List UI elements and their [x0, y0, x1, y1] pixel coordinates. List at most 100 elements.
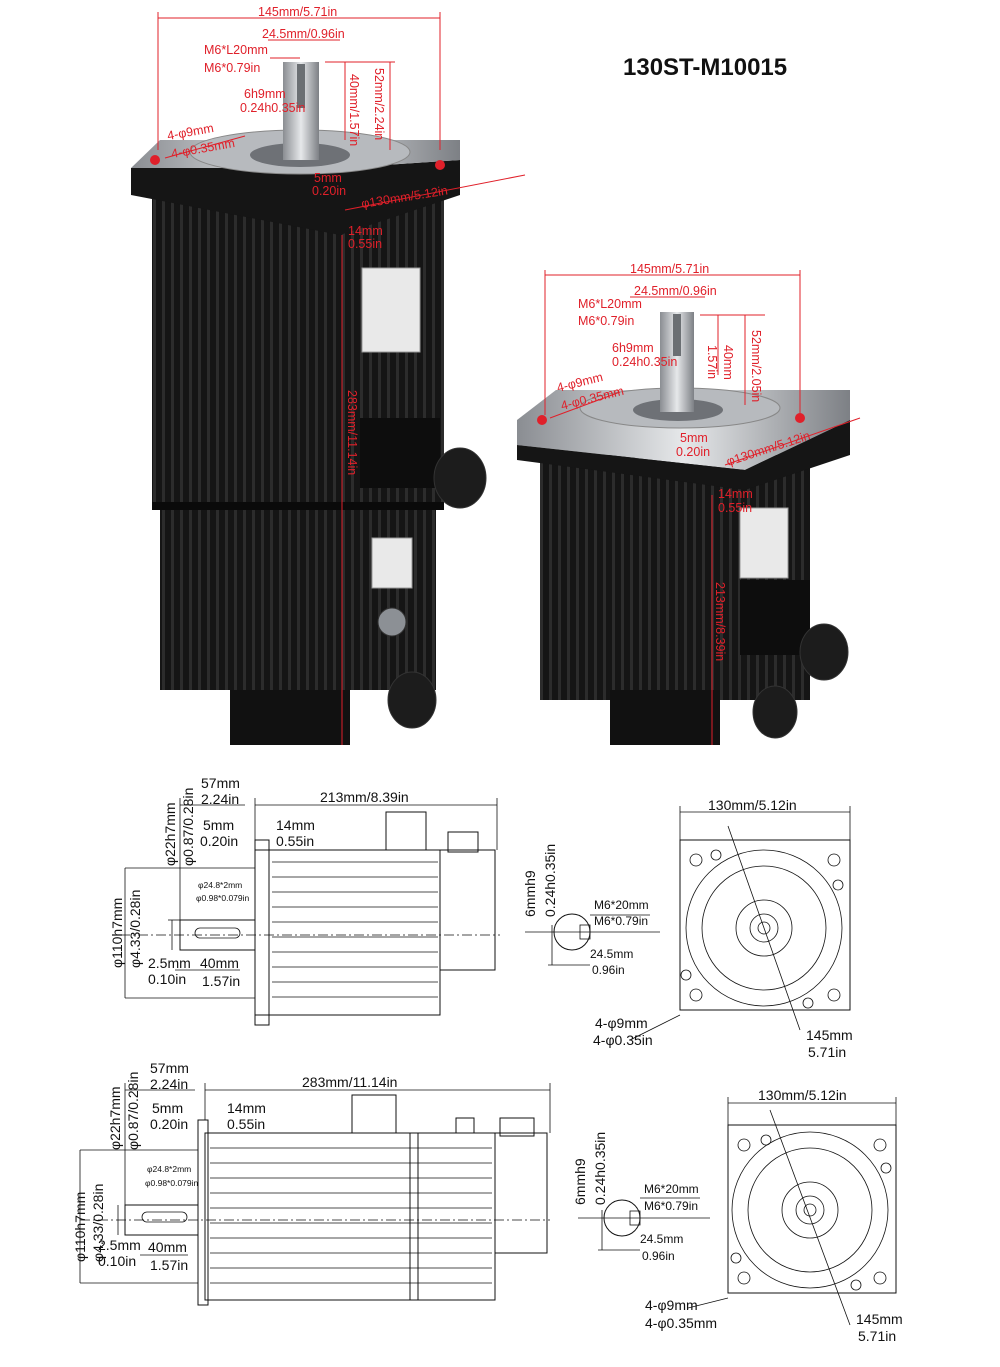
nameplate	[739, 507, 789, 579]
mount-hole	[689, 988, 703, 1002]
motor-outline	[204, 1132, 496, 1301]
dim-hole-in: 4-φ0.35in	[593, 1032, 653, 1048]
drawing-short-dimensions: 57mm 2.24in 213mm/8.39in φ22h7mm φ0.87/0…	[109, 775, 409, 989]
drawing-long-side-view	[79, 1083, 551, 1306]
drawing-short-side-view	[120, 798, 500, 1026]
dim-shaft-len: 52mm/2.24in	[372, 68, 386, 140]
model-title: 130ST-M10015	[623, 54, 787, 81]
dim-shaft-key: 24.5mm/0.96in	[634, 284, 717, 298]
dim-step-mm: 5mm	[680, 431, 708, 445]
mount-hole-marker	[537, 415, 547, 425]
drawing-long-shaft-section: 6mmh9 0.24h0.35in M6*20mm M6*0.79in 24.5…	[572, 1132, 710, 1263]
encoder-connector	[377, 607, 407, 637]
dim-width-total: 145mm/5.71in	[630, 262, 709, 276]
power-connector-cap	[433, 447, 487, 509]
dim-flange-thk-in: 0.55in	[227, 1116, 265, 1132]
dim-keyway-in: 0.24h0.35in	[592, 1132, 608, 1205]
dim-body-len: 283mm/11.14in	[345, 390, 359, 475]
dim-offset-in: 0.10in	[148, 971, 186, 987]
dim-boss-in: φ0.98*0.079in	[145, 1178, 199, 1188]
encoder-connector	[499, 1117, 535, 1137]
dim-shaft-dia-in: 0.24h0.35in	[612, 355, 677, 369]
threaded-hole	[710, 849, 722, 861]
dim-step-in: 0.20in	[676, 445, 710, 459]
drawing-long-flange-view: 130mm/5.12in 4-φ9mm 4-φ0.35mm 145mm 5.71…	[645, 1087, 903, 1344]
nameplate-upper	[361, 267, 421, 353]
nameplate-lower	[371, 537, 413, 589]
dim-shaft-len-in: 2.24in	[150, 1076, 188, 1092]
power-connector-box	[360, 418, 440, 488]
dim-body-len: 213mm/8.39in	[713, 582, 727, 661]
mount-hole-marker	[435, 160, 445, 170]
motor-photo-large	[131, 62, 487, 745]
encoder-cap	[230, 690, 350, 745]
dim-pilot-in: φ4.33/0.28in	[127, 890, 143, 968]
dim-key-in: 1.57in	[202, 973, 240, 989]
dim-flange-thk-mm: 14mm	[276, 817, 315, 833]
shaft-keyway	[673, 314, 681, 356]
dim-shaft-dia-mm: φ22h7mm	[107, 1086, 123, 1150]
power-connector	[385, 811, 427, 851]
dim-flange-thk-in: 0.55in	[718, 501, 752, 515]
dim-key-len: 40mm/1.57in	[347, 74, 361, 146]
boss-circle	[749, 913, 779, 943]
dim-diag-in: 5.71in	[858, 1328, 896, 1344]
brake-connector-cap	[387, 671, 437, 729]
dim-body-len: 283mm/11.14in	[302, 1074, 397, 1090]
shaft-key	[194, 927, 241, 939]
mount-hole	[827, 853, 841, 867]
dim-step-mm: 5mm	[152, 1100, 183, 1116]
dim-flange-thk-mm: 14mm	[348, 224, 383, 238]
dim-offset-in: 0.10in	[98, 1253, 136, 1269]
encoder-connector	[447, 831, 479, 853]
brake-connector-cap	[752, 685, 798, 739]
bolt-circle	[685, 849, 843, 1007]
dim-width-total: 145mm/5.71in	[258, 5, 337, 19]
threaded-hole	[760, 1134, 772, 1146]
dim-pilot-in: φ4.33/0.28in	[90, 1184, 106, 1262]
boss-circle	[795, 1195, 825, 1225]
rear-connector-housing	[494, 1132, 548, 1254]
dim-flange-thk-mm: 14mm	[718, 487, 753, 501]
mount-hole	[689, 853, 703, 867]
dim-offset-mm: 2.5mm	[148, 955, 191, 971]
pilot-circle	[747, 1147, 873, 1273]
dim-key-mm: 40mm	[200, 955, 239, 971]
bearing-circle	[735, 899, 793, 957]
dim-shaft-len-mm: 57mm	[201, 775, 240, 791]
dim-key-len-in: 1.57in	[705, 345, 719, 379]
dim-shaft-dia-mm: 6h9mm	[612, 341, 654, 355]
dim-flange-w: 130mm/5.12in	[708, 797, 797, 813]
mount-hole	[827, 988, 841, 1002]
dim-thread-mm: M6*20mm	[644, 1182, 699, 1196]
threaded-hole	[730, 1252, 742, 1264]
dim-step-in: 0.20in	[312, 184, 346, 198]
flange-side	[131, 160, 460, 235]
dim-shaft-dia-in: 0.24h0.35in	[240, 101, 305, 115]
shaft-key	[141, 1211, 188, 1223]
dim-shaft-dia-in: φ0.87/0.28in	[125, 1072, 141, 1150]
dim-thread-mm: M6*L20mm	[578, 297, 642, 311]
power-connector-cap	[799, 623, 849, 681]
mount-hole	[737, 1271, 751, 1285]
dim-key-mm: 40mm	[148, 1239, 187, 1255]
dim-boss-in: φ0.98*0.079in	[196, 893, 250, 903]
dim-thread-in: M6*0.79in	[204, 61, 260, 75]
mount-hole	[873, 1138, 887, 1152]
drawing-long-dimensions: 57mm 2.24in 283mm/11.14in φ22h7mm φ0.87/…	[72, 1060, 397, 1273]
dim-step-mm: 5mm	[203, 817, 234, 833]
dim-shaft-dia-in: φ0.87/0.28in	[180, 788, 196, 866]
dim-key-dim-in: 0.96in	[592, 963, 625, 977]
dim-step-in: 0.20in	[150, 1116, 188, 1132]
drawing-short-shaft-section: 6mmh9 0.24h0.35in M6*20mm M6*0.79in 24.5…	[522, 844, 660, 977]
dim-hole-mm: 4-φ9mm	[645, 1297, 698, 1313]
flange-side	[517, 420, 850, 490]
dim-diag-mm: 145mm	[806, 1027, 853, 1043]
motor-body-lower	[160, 510, 436, 690]
dim-shaft-len: 52mm/2.05in	[749, 330, 763, 402]
dim-step-mm: 5mm	[314, 171, 342, 185]
bearing-circle	[781, 1181, 839, 1239]
power-connector	[351, 1094, 397, 1134]
dim-thread-mm: M6*L20mm	[204, 43, 268, 57]
dim-offset-mm: 2.5mm	[98, 1237, 141, 1253]
